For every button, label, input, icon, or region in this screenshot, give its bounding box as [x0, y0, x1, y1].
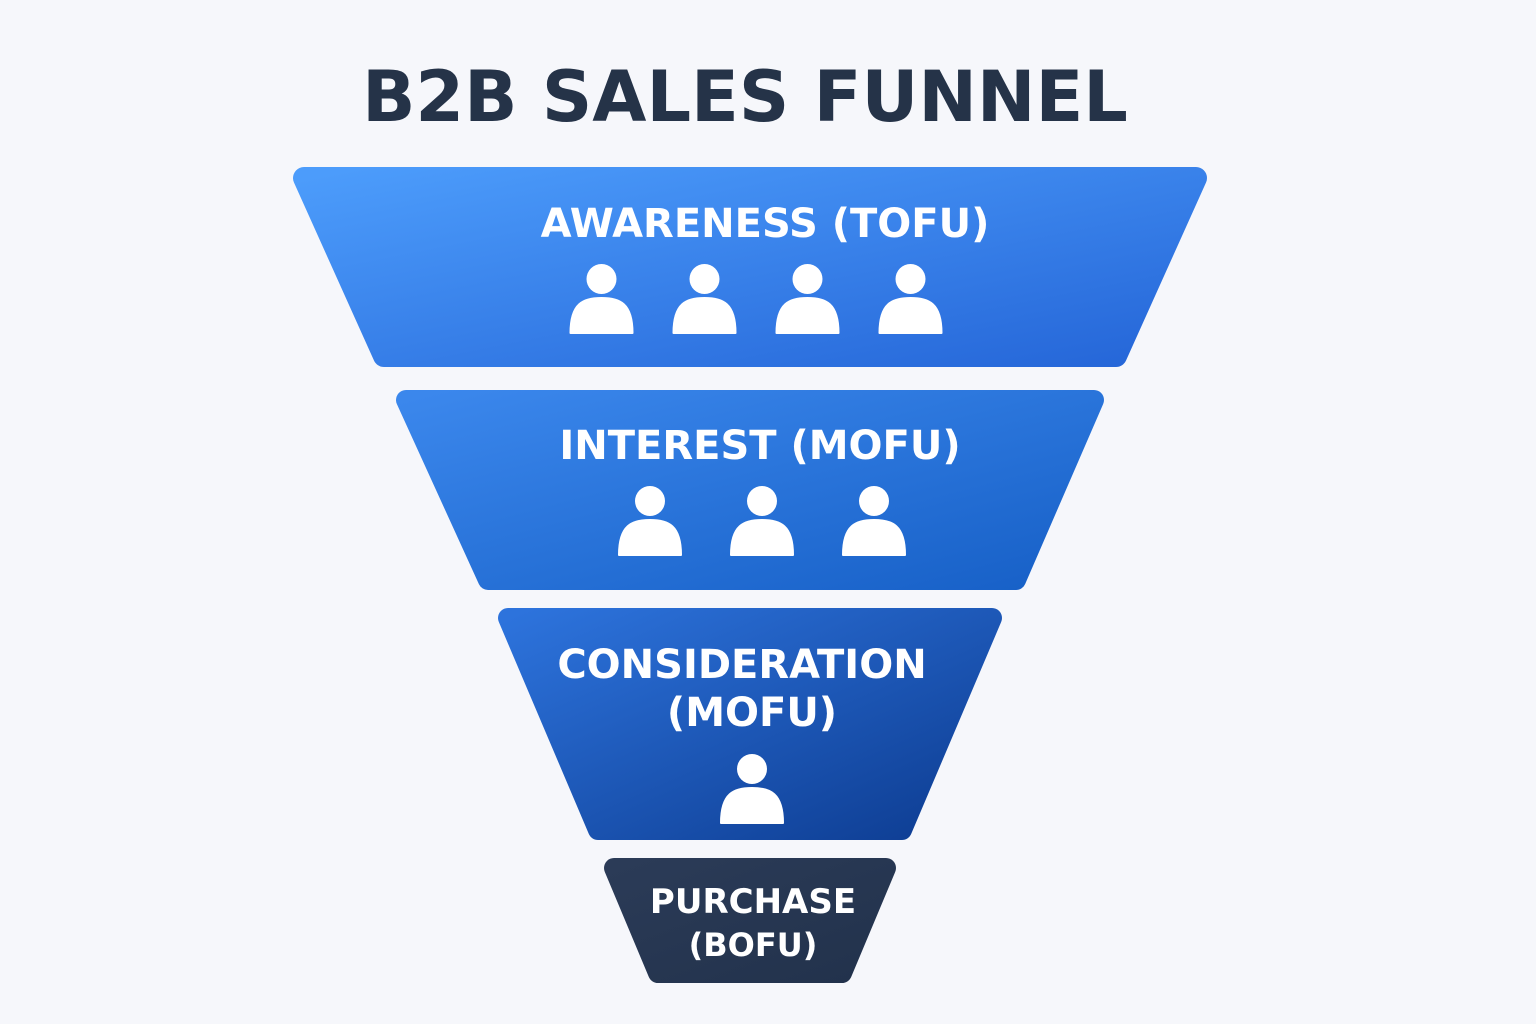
- stage-label-line-1: CONSIDERATION: [557, 642, 926, 688]
- person-icon: [730, 486, 794, 556]
- person-icon: [878, 264, 943, 334]
- stage-awareness: AWARENESS (TOFU): [293, 167, 1207, 367]
- stage-label-line-2: (MOFU): [667, 690, 837, 736]
- person-icon: [720, 754, 784, 824]
- stage-shape: [293, 167, 1207, 367]
- person-icon: [775, 264, 840, 334]
- people-group: [618, 486, 906, 556]
- stage-purchase: PURCHASE (BOFU): [604, 858, 896, 983]
- stage-interest: INTEREST (MOFU): [396, 390, 1104, 590]
- person-icon: [842, 486, 906, 556]
- diagram-title: B2B SALES FUNNEL: [362, 56, 1128, 138]
- stage-label-line-2: (BOFU): [689, 926, 818, 964]
- stage-label: AWARENESS (TOFU): [541, 201, 990, 247]
- stage-shape: [498, 608, 1002, 840]
- person-icon: [618, 486, 682, 556]
- person-icon: [672, 264, 737, 334]
- stage-shape: [604, 858, 896, 983]
- stage-label-line-1: PURCHASE: [650, 882, 856, 922]
- stage-shape: [396, 390, 1104, 590]
- people-group: [569, 264, 943, 334]
- people-group: [720, 754, 784, 824]
- stage-consideration: CONSIDERATION (MOFU): [498, 608, 1002, 840]
- person-icon: [569, 264, 634, 334]
- stage-label: INTEREST (MOFU): [559, 423, 960, 469]
